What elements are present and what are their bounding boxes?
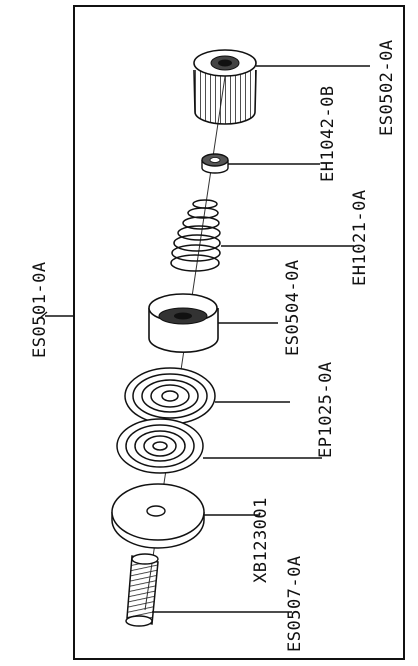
spring-label: EH1021-0A — [350, 189, 370, 286]
screw-label: ES0507-0A — [285, 555, 305, 652]
leader-lines — [152, 65, 370, 613]
washer-part — [111, 483, 205, 549]
assembly-leader-tick — [39, 311, 48, 319]
washer-label: XB123001 — [251, 497, 271, 583]
disc-part — [116, 418, 204, 474]
cup-label: ES0504-0A — [283, 259, 303, 356]
cup-part — [148, 293, 219, 353]
assembly-frame — [73, 5, 405, 660]
knob-label: ES0502-0A — [377, 39, 397, 136]
diaphragm-label: EP1025-0A — [316, 361, 336, 458]
knob-part — [193, 49, 257, 125]
nut-label: EH1042-0B — [318, 85, 338, 182]
diaphragm-part — [124, 367, 216, 425]
nut-part — [201, 153, 229, 174]
screw-part — [125, 553, 159, 627]
spring-part — [170, 199, 221, 272]
assembly-label: ES0501-0A — [30, 261, 50, 358]
